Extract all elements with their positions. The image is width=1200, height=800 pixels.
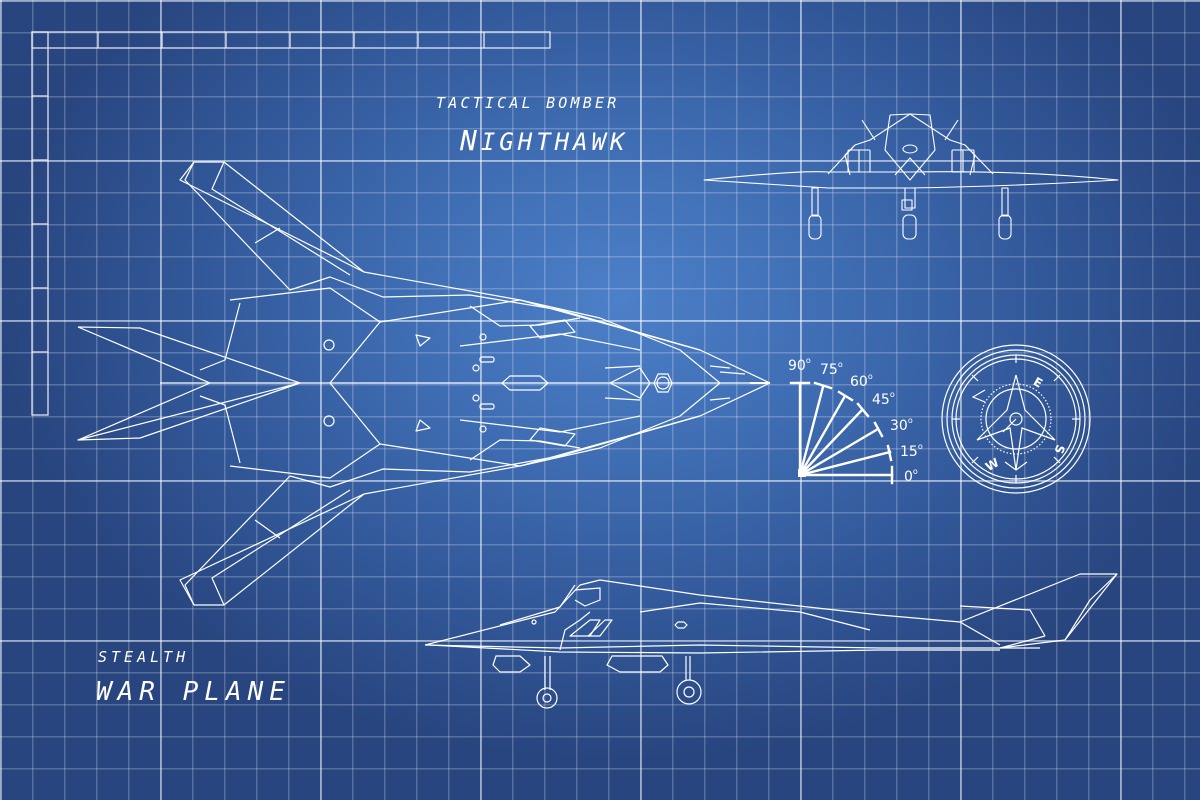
caption-war-plane: WAR PLANE bbox=[96, 677, 291, 707]
title-nighthawk: NIGHTHAWK bbox=[460, 124, 628, 157]
angle-label-30: 30o bbox=[890, 416, 913, 434]
title-rest: IGHTHAWK bbox=[480, 128, 629, 156]
angle-label-0: 0o bbox=[904, 467, 918, 485]
compass-letter-s: S bbox=[1051, 443, 1067, 456]
angle-label-60: 60o bbox=[850, 372, 873, 390]
caption-stealth: STEALTH bbox=[98, 648, 190, 666]
angle-label-15: 15o bbox=[900, 442, 923, 460]
angle-label-75: 75o bbox=[820, 360, 843, 378]
angle-label-45: 45o bbox=[872, 390, 895, 408]
subtitle-tactical-bomber: TACTICAL BOMBER bbox=[436, 94, 620, 112]
angle-label-90: 90o bbox=[788, 356, 811, 374]
compass-letter-w: W bbox=[983, 455, 1001, 474]
title-initial: N bbox=[460, 124, 481, 157]
